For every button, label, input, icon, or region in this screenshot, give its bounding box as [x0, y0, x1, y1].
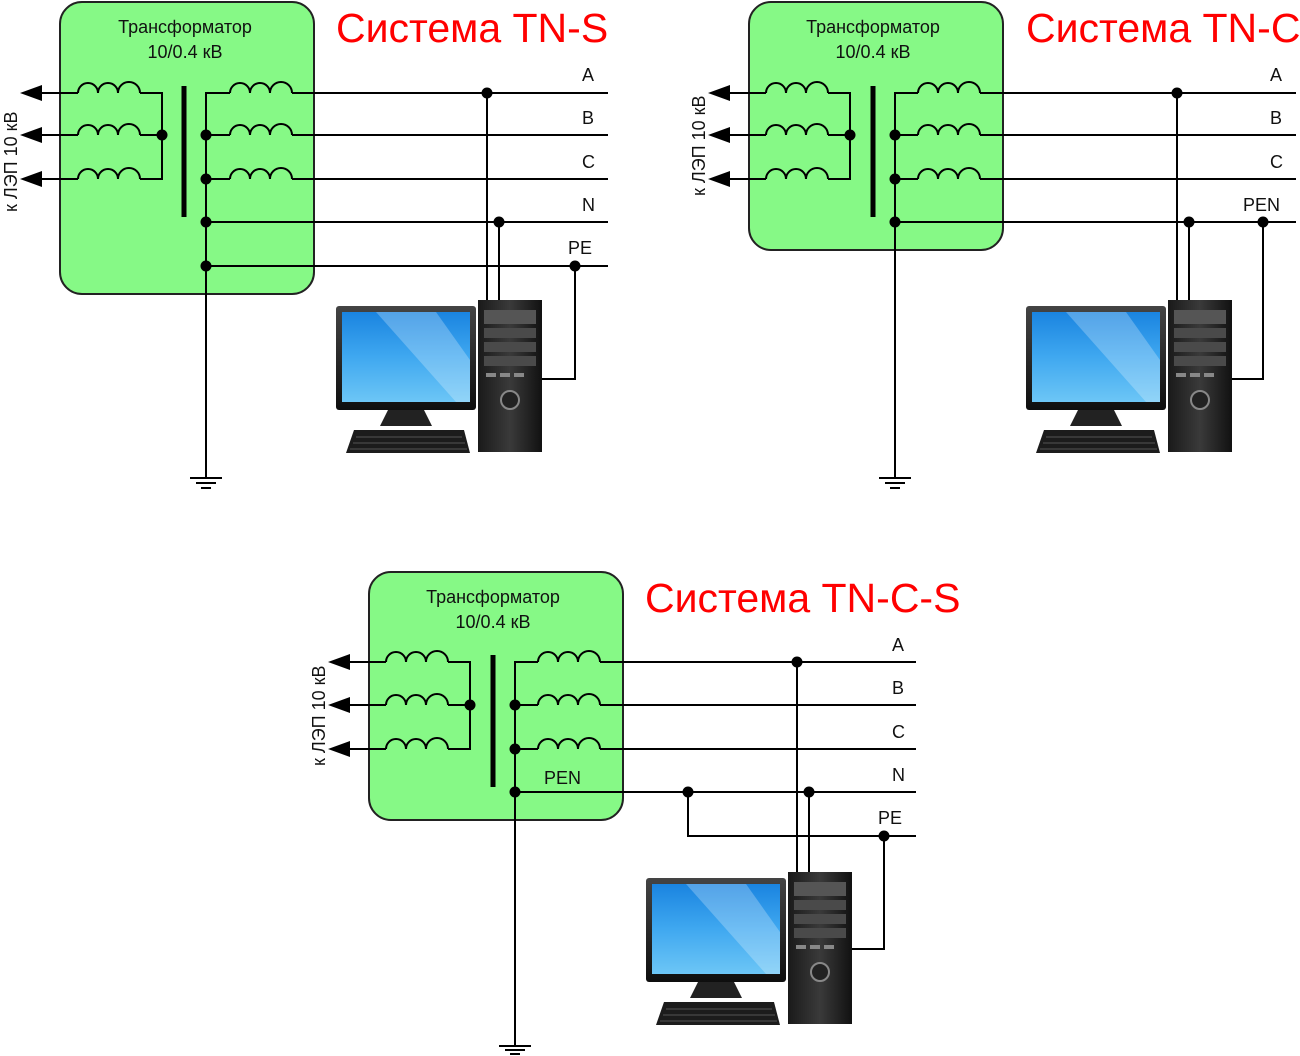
ground-icon [499, 1045, 531, 1055]
ground-icon [879, 477, 911, 489]
transformer-rating: 10/0.4 кВ [148, 42, 223, 62]
line-label-c: C [892, 722, 905, 742]
tn-s-diagram: Система TN-S Трансформатор 10/0.4 кВ к Л… [1, 1, 608, 489]
arrow-left-icon [20, 171, 42, 187]
arrow-left-icon [708, 127, 730, 143]
lep-label: к ЛЭП 10 кВ [689, 96, 709, 196]
primary-winding [20, 81, 168, 187]
line-label-a: A [1270, 65, 1282, 85]
line-label-pen: PEN [1243, 195, 1280, 215]
line-label-pe: PE [568, 238, 592, 258]
lep-label: к ЛЭП 10 кВ [1, 112, 21, 212]
transformer-box [748, 1, 1004, 251]
line-label-a: A [582, 65, 594, 85]
arrow-left-icon [708, 85, 730, 101]
system-unit-icon [788, 872, 852, 1024]
transformer-rating: 10/0.4 кВ [456, 612, 531, 632]
line-label-b: B [892, 678, 904, 698]
arrow-left-icon [20, 127, 42, 143]
computer [1026, 300, 1232, 453]
arrow-left-icon [20, 85, 42, 101]
transformer-label: Трансформатор [806, 17, 940, 37]
keyboard-icon [656, 1002, 780, 1025]
computer [646, 872, 852, 1025]
line-label-c: C [1270, 152, 1283, 172]
keyboard-icon [346, 430, 470, 453]
line-label-c: C [582, 152, 595, 172]
transformer-box [368, 571, 624, 821]
pen-label: PEN [544, 768, 581, 788]
secondary-winding [509, 650, 601, 1046]
computer-monitor-icon [336, 306, 476, 426]
tn-c-title: Система TN-C [1026, 5, 1300, 51]
transformer-label: Трансформатор [426, 587, 560, 607]
line-label-b: B [582, 108, 594, 128]
line-label-n: N [582, 195, 595, 215]
system-unit-icon [478, 300, 542, 452]
transformer-label: Трансформатор [118, 17, 252, 37]
tn-c-s-title: Система TN-C-S [645, 575, 960, 621]
tn-c-diagram: Система TN-C Трансформатор 10/0.4 кВ к Л… [689, 1, 1300, 489]
transformer-rating: 10/0.4 кВ [836, 42, 911, 62]
lep-label: к ЛЭП 10 кВ [309, 666, 329, 766]
line-label-n: N [892, 765, 905, 785]
computer-monitor-icon [646, 878, 786, 998]
system-unit-icon [1168, 300, 1232, 452]
primary-winding [328, 650, 476, 757]
line-label-pe: PE [878, 808, 902, 828]
ground-icon [190, 477, 222, 489]
line-label-a: A [892, 635, 904, 655]
arrow-left-icon [708, 171, 730, 187]
tn-c-s-diagram: Система TN-C-S Трансформатор 10/0.4 кВ к… [309, 571, 960, 1055]
arrow-left-icon [328, 741, 350, 757]
arrow-left-icon [328, 697, 350, 713]
tn-s-title: Система TN-S [336, 5, 608, 51]
computer-monitor-icon [1026, 306, 1166, 426]
keyboard-icon [1036, 430, 1160, 453]
primary-winding [708, 81, 856, 187]
line-label-b: B [1270, 108, 1282, 128]
arrow-left-icon [328, 654, 350, 670]
computer [336, 300, 542, 453]
